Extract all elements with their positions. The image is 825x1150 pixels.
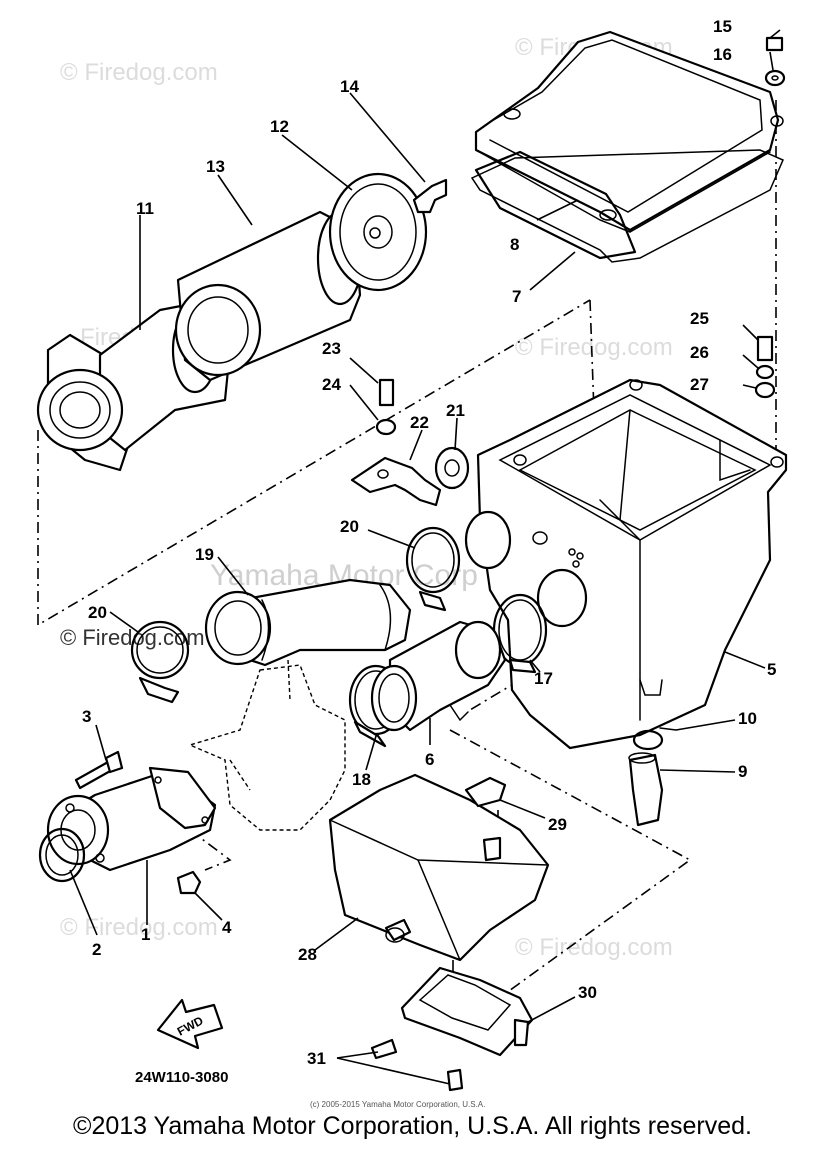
small-credit: (c) 2005-2015 Yamaha Motor Corporation, … <box>310 1100 485 1109</box>
callout-labels: 15 16 14 12 13 11 8 7 25 26 27 23 24 22 … <box>82 17 776 1068</box>
callout-12: 12 <box>270 117 289 136</box>
callout-2: 2 <box>92 940 101 959</box>
bracket-30 <box>400 966 534 1057</box>
air-box-case <box>464 378 788 750</box>
intake-joint-1 <box>46 766 217 872</box>
hose-clamp-17 <box>492 593 548 674</box>
callout-15: 15 <box>713 17 732 36</box>
grommet-21 <box>434 446 470 490</box>
callout-20-upper: 20 <box>340 517 359 536</box>
callout-20-lower: 20 <box>88 603 107 622</box>
nut-4 <box>176 870 202 895</box>
fwd-arrow: FWD <box>156 998 224 1050</box>
callout-8: 8 <box>510 235 519 254</box>
part-code: 24W110-3080 <box>135 1069 228 1086</box>
callout-17: 17 <box>534 669 553 688</box>
washer-27 <box>754 381 776 399</box>
copyright-notice: ©2013 Yamaha Motor Corporation, U.S.A. A… <box>73 1112 752 1140</box>
callout-14: 14 <box>340 77 359 96</box>
callout-30: 30 <box>578 983 597 1002</box>
screw-31b <box>446 1068 464 1092</box>
callout-18: 18 <box>352 770 371 789</box>
air-joint-6 <box>370 620 507 732</box>
drain-hose-9 <box>628 752 664 827</box>
callout-29: 29 <box>548 815 567 834</box>
bracket-22 <box>350 456 442 507</box>
callout-13: 13 <box>206 157 225 176</box>
callout-31: 31 <box>307 1049 326 1068</box>
washer-24 <box>375 418 397 436</box>
firedog-watermark: © Firedog.com <box>60 59 218 86</box>
callout-3: 3 <box>82 707 91 726</box>
screw-15 <box>765 36 784 52</box>
hose-clamp-20-lower <box>130 620 190 704</box>
callout-26: 26 <box>690 343 709 362</box>
carburetor-ghost <box>187 659 346 831</box>
callout-5: 5 <box>767 660 776 679</box>
callout-10: 10 <box>738 709 757 728</box>
clamp-29 <box>464 776 507 808</box>
callout-25: 25 <box>690 309 709 328</box>
callout-11: 11 <box>136 199 154 218</box>
tank-28 <box>328 773 550 962</box>
screw-31a <box>370 1038 398 1060</box>
callout-4: 4 <box>222 918 232 937</box>
washer-16 <box>764 69 786 87</box>
gasket-2 <box>38 827 86 883</box>
lock-washer-26 <box>755 364 775 380</box>
wing-bolt-14 <box>412 178 448 214</box>
leader-lines <box>69 29 781 1085</box>
screw-23 <box>378 378 395 407</box>
callout-22: 22 <box>410 413 429 432</box>
callout-27: 27 <box>690 375 709 394</box>
air-joint-19 <box>204 578 412 667</box>
callout-1: 1 <box>141 925 150 944</box>
air-filter-guide <box>36 298 232 472</box>
callout-16: 16 <box>713 45 732 64</box>
clip-10 <box>632 727 677 751</box>
callout-28: 28 <box>298 945 317 964</box>
firedog-watermark: © Firedog.com <box>515 334 673 361</box>
bolt-3 <box>74 750 124 790</box>
callout-21: 21 <box>446 401 465 420</box>
callout-24: 24 <box>322 375 341 394</box>
firedog-watermark: © Firedog.com <box>60 914 218 941</box>
callout-9: 9 <box>738 762 747 781</box>
hose-clamp-20-upper <box>405 526 461 612</box>
screw-25 <box>756 335 774 362</box>
callout-6: 6 <box>425 750 434 769</box>
filter-end-cap <box>328 172 428 292</box>
firedog-watermark: © Firedog.com <box>515 934 673 961</box>
callout-7: 7 <box>512 287 521 306</box>
cover-gasket <box>470 149 784 263</box>
air-box-cover <box>474 30 784 233</box>
callout-23: 23 <box>322 339 341 358</box>
callout-19: 19 <box>195 545 214 564</box>
